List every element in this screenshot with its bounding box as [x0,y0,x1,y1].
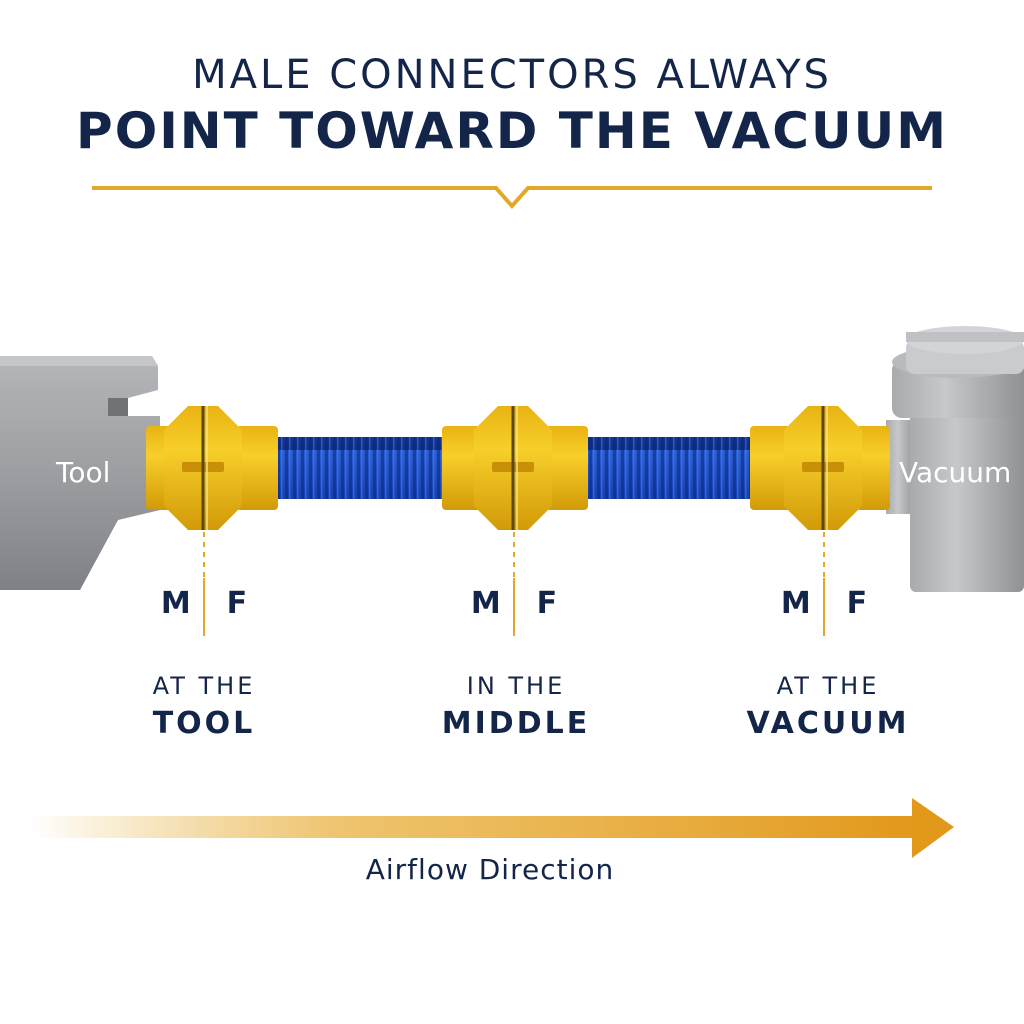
location-label-vacuum: AT THE VACUUM [718,672,938,741]
location-label-middle: IN THE MIDDLE [406,672,626,741]
female-marker: F [536,586,558,621]
male-marker: M [470,586,501,621]
vacuum-body [886,326,1024,592]
connector-coupling-2 [442,406,588,530]
location-prefix: AT THE [776,672,880,700]
airflow-label: Airflow Direction [365,853,615,886]
title-line-2: POINT TOWARD THE VACUUM [76,102,948,160]
mf-marker-1: M F [134,586,274,621]
location-name: TOOL [152,706,256,741]
tool-label: Tool [56,456,111,489]
connector-coupling-3 [750,406,890,530]
location-prefix: IN THE [466,672,566,700]
hose-segment-2 [586,437,754,499]
male-marker: M [160,586,191,621]
female-marker: F [226,586,248,621]
connector-coupling-1 [146,406,278,530]
title-underline [92,186,932,210]
mf-marker-2: M F [444,586,584,621]
location-label-tool: AT THE TOOL [94,672,314,741]
male-marker: M [780,586,811,621]
location-name: VACUUM [746,706,910,741]
vacuum-label: Vacuum [899,456,1012,489]
location-prefix: AT THE [152,672,256,700]
tool-body [0,356,160,590]
female-marker: F [846,586,868,621]
hose-segment-1 [275,437,445,499]
title-line-1: MALE CONNECTORS ALWAYS [192,52,832,98]
airflow-arrow [30,798,954,858]
mf-marker-3: M F [754,586,894,621]
location-name: MIDDLE [441,706,591,741]
